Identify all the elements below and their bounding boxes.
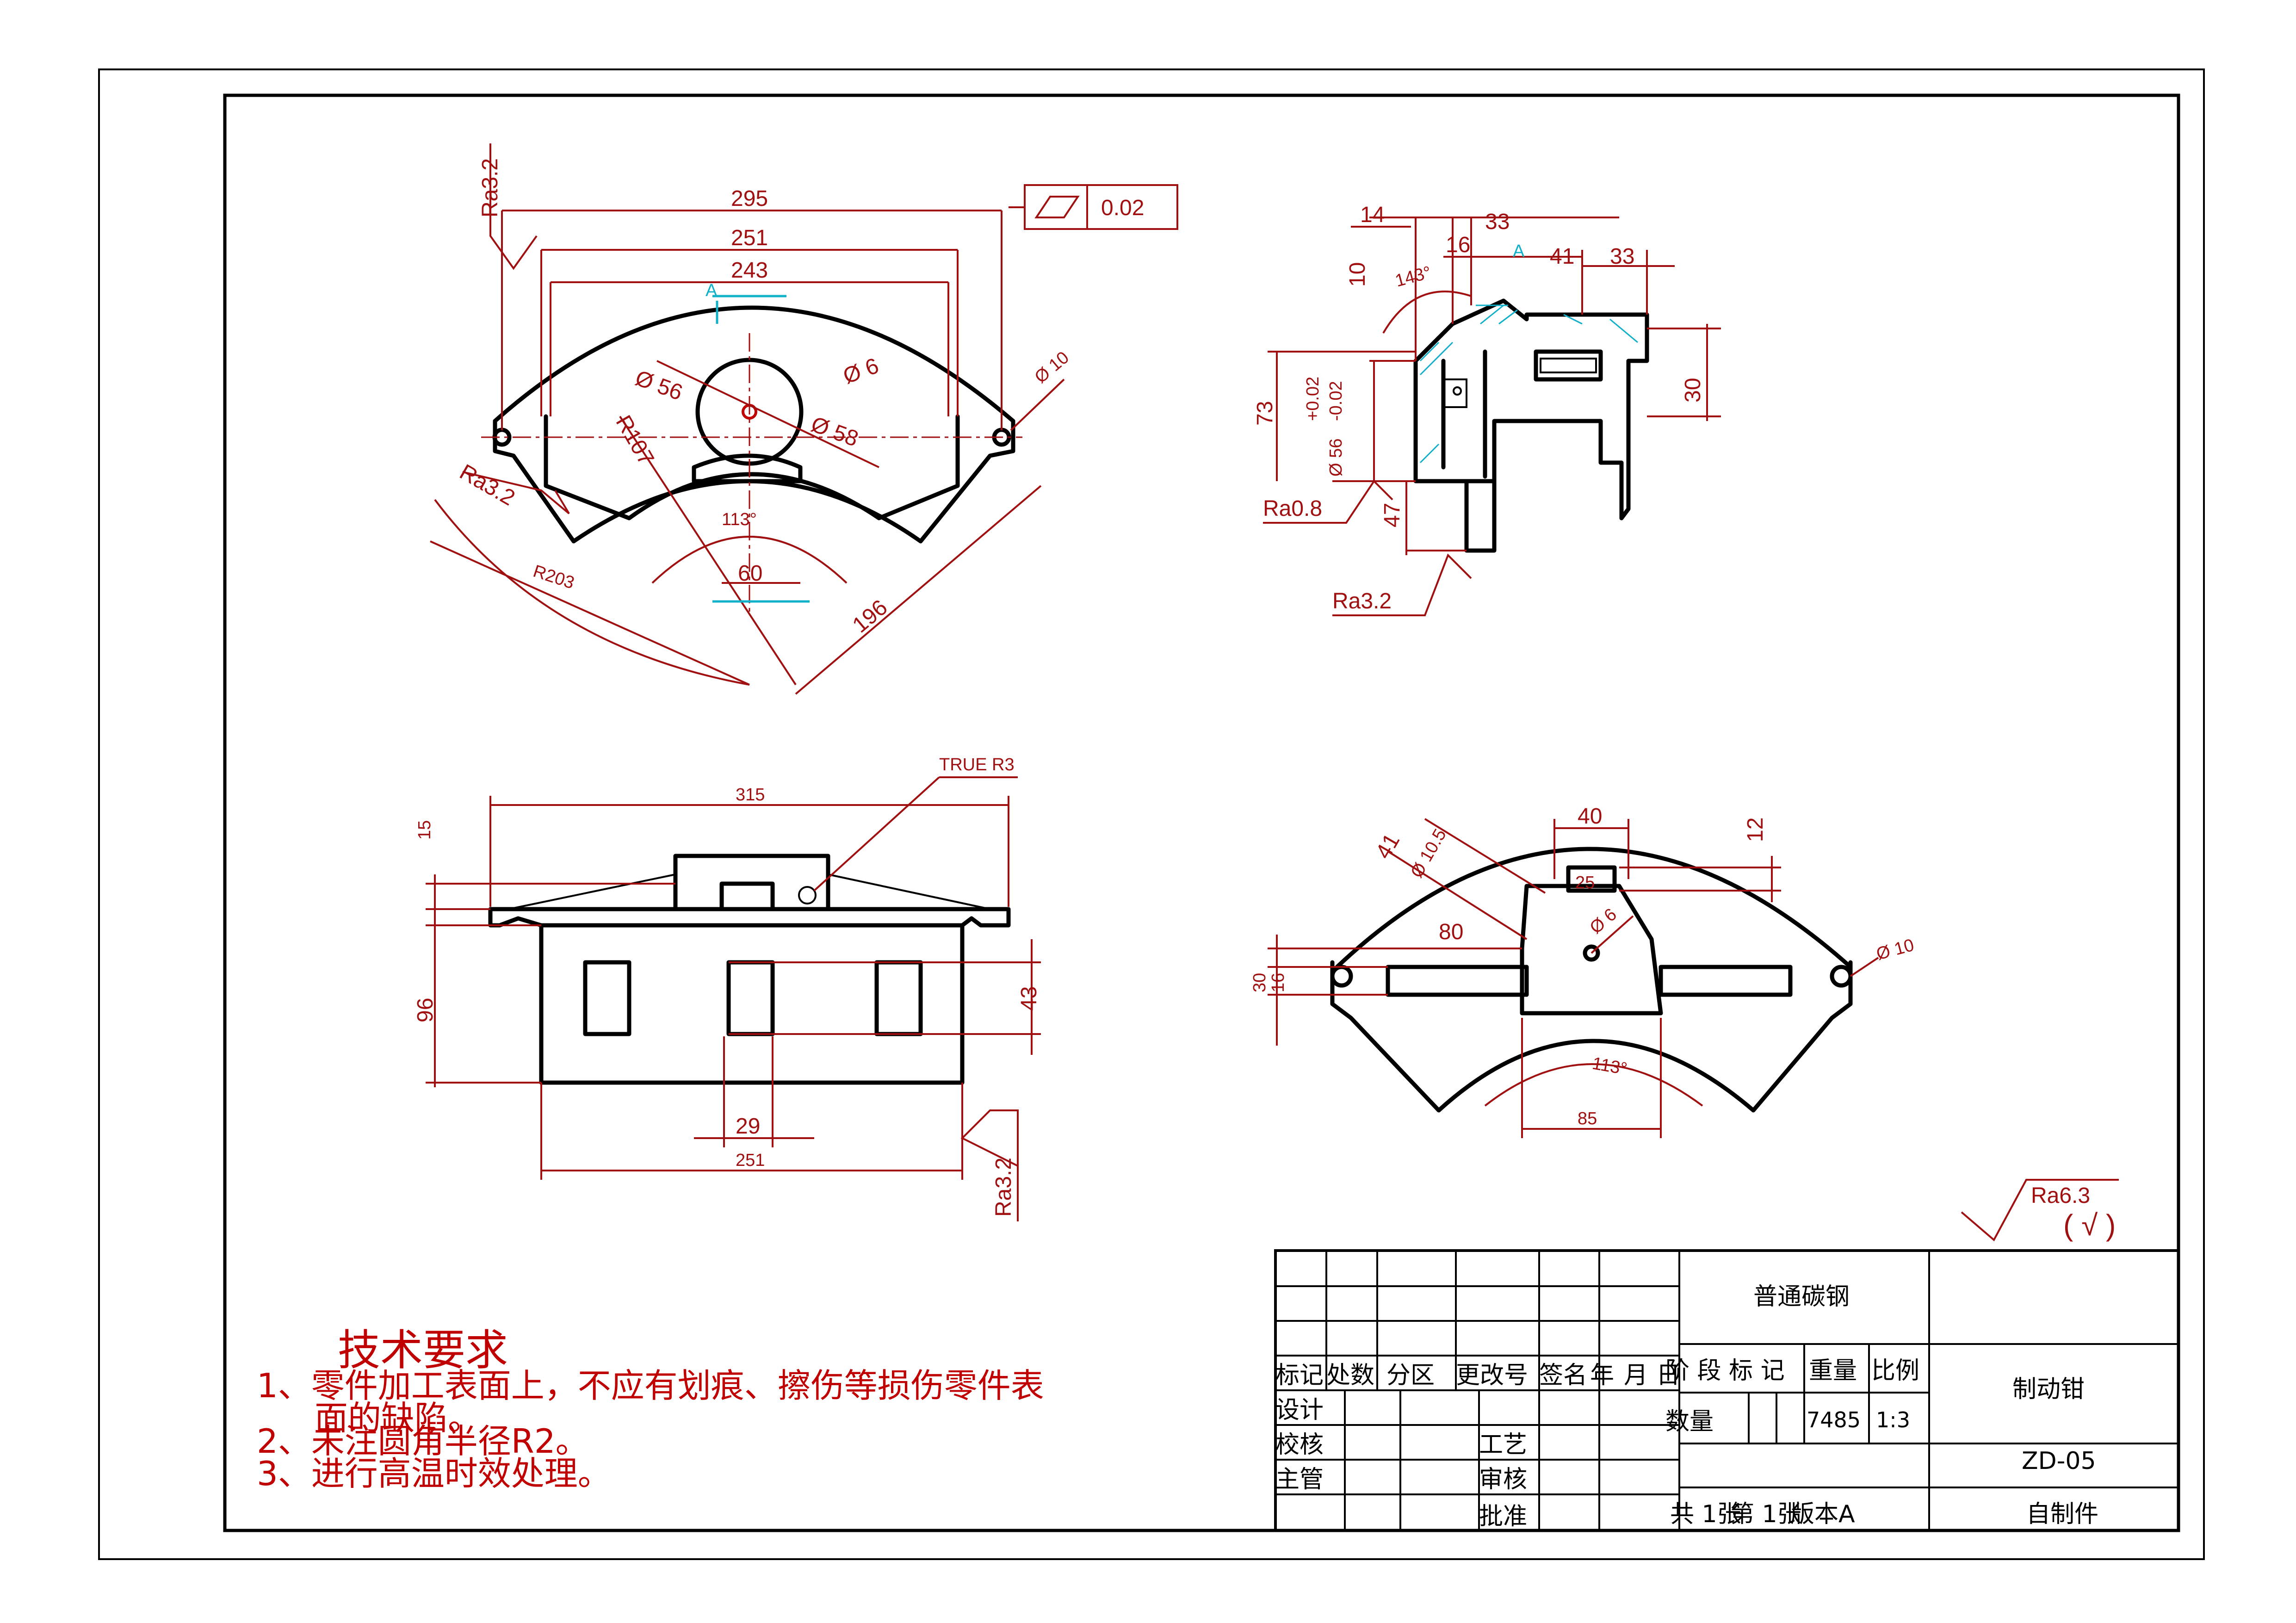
flatness-value: 0.02 [1101, 196, 1144, 220]
hdr-genggaihao: 更改号 [1456, 1362, 1528, 1389]
dim-33a: 33 [1485, 210, 1510, 234]
hdr-nian: 年 [1590, 1362, 1614, 1389]
dim-33b: 33 [1610, 244, 1634, 269]
datum-a-side: A [1513, 242, 1525, 261]
dim-41: 41 [1550, 244, 1574, 269]
role-approve: 批准 [1479, 1503, 1527, 1530]
front-view: 295 251 243 Ø 56 Ø 6 Ø 58 R107 113° 60 R… [430, 143, 1178, 695]
dim-80: 80 [1439, 920, 1463, 944]
dim-29: 29 [736, 1114, 760, 1139]
bottom-view: 315 TRUE R3 15 96 43 29 251 Ra3.2 [413, 755, 1041, 1221]
part-type: 自制件 [2026, 1500, 2098, 1528]
role-review: 审核 [1479, 1466, 1527, 1493]
dim-16-iso: 16 [1269, 973, 1288, 992]
dim-43: 43 [1017, 986, 1041, 1011]
weight-label: 重量 [1809, 1357, 1857, 1385]
roughness-ra32-left: Ra3.2 [456, 460, 519, 511]
dim-85: 85 [1578, 1109, 1597, 1128]
dim-12: 12 [1743, 818, 1768, 842]
dim-10: 10 [1345, 262, 1370, 287]
dim-315: 315 [736, 785, 765, 805]
roughness-ra08: Ra0.8 [1263, 496, 1322, 521]
dim-113deg-iso: 113° [1590, 1054, 1628, 1079]
dim-113deg: 113° [722, 510, 757, 529]
dim-r107: R107 [611, 411, 658, 470]
hdr-chushu: 处数 [1326, 1362, 1374, 1389]
dim-96: 96 [413, 998, 438, 1022]
dim-dia105: Ø 10.5 [1407, 826, 1450, 881]
dim-14: 14 [1360, 203, 1385, 227]
stage-label: 阶 段 标 记 [1665, 1357, 1785, 1385]
role-supervisor: 主管 [1275, 1466, 1324, 1493]
dim-r203: R203 [531, 562, 576, 593]
scale-value: 1:3 [1876, 1407, 1910, 1432]
dim-40: 40 [1578, 804, 1602, 829]
dim-47: 47 [1380, 503, 1405, 527]
role-design: 设计 [1275, 1396, 1324, 1424]
dim-dia10-iso: Ø 10 [1874, 935, 1916, 964]
hdr-qianming: 签名 [1539, 1362, 1587, 1389]
tech-req-2: 2、未注圆角半径R2。 [257, 1422, 589, 1461]
dim-295: 295 [731, 186, 768, 211]
dim-196: 196 [848, 595, 892, 638]
version: 版本A [1790, 1500, 1855, 1528]
hdr-yue: 月 [1624, 1362, 1648, 1389]
dim-30-iso: 30 [1250, 973, 1269, 992]
role-process: 工艺 [1479, 1431, 1527, 1459]
dim-tol-minus: -0.02 [1326, 381, 1346, 421]
dim-30: 30 [1681, 378, 1705, 403]
dim-251: 251 [731, 226, 768, 250]
hdr-biaoji: 标记 [1275, 1362, 1324, 1389]
role-check: 校核 [1275, 1431, 1324, 1459]
drawing-number: ZD-05 [2022, 1447, 2096, 1475]
title-block: 普通碳钢 制动钳 ZD-05 自制件 标记 处数 分区 更改号 签名 年 月 日… [1274, 1249, 2180, 1532]
part-name: 制动钳 [2012, 1375, 2085, 1403]
surface-finish-ra63: Ra6.3 [2031, 1183, 2090, 1208]
dim-dia56-side: Ø 56 [1326, 439, 1346, 477]
dim-true-r3: TRUE R3 [939, 755, 1015, 774]
side-view: 14 33 16 41 33 10 143° 73 +0.02 -0.02 Ø … [1253, 203, 1721, 616]
hdr-ri: 日 [1656, 1362, 1680, 1389]
tech-req-3: 3、进行高温时效处理。 [257, 1454, 611, 1493]
surface-finish-note: ( √ ) [2063, 1208, 2116, 1242]
material: 普通碳钢 [1753, 1283, 1850, 1311]
sheet-number: 第 1张 [1730, 1500, 1801, 1528]
roughness-ra32-bottom: Ra3.2 [991, 1158, 1016, 1217]
scale-label: 比例 [1871, 1357, 1919, 1385]
qty-label: 数量 [1665, 1408, 1714, 1436]
dim-143deg: 143° [1393, 263, 1433, 291]
tech-req-1b: 面的缺陷。 [315, 1399, 481, 1437]
datum-a: A [706, 281, 718, 300]
flatness-icon [1034, 196, 1080, 218]
iso-view: 40 12 41 Ø 10.5 25 80 Ø 6 Ø 10 30 16 113… [1250, 804, 1916, 1138]
roughness-ra32-top: Ra3.2 [478, 158, 502, 217]
dim-dia10: Ø 10 [1031, 348, 1073, 387]
dim-60: 60 [738, 561, 762, 586]
dim-243: 243 [731, 258, 768, 283]
tech-req-title: 技术要求 [338, 1326, 508, 1375]
weight-value: 7485 [1807, 1407, 1861, 1432]
dim-251-bottom: 251 [736, 1151, 765, 1170]
dim-25: 25 [1575, 873, 1595, 892]
dim-16: 16 [1446, 233, 1470, 257]
dim-15: 15 [415, 820, 434, 840]
dim-tol-plus: +0.02 [1303, 377, 1323, 421]
dim-dia6: Ø 6 [840, 353, 882, 389]
dim-73: 73 [1253, 401, 1277, 426]
tech-req-1: 1、零件加工表面上，不应有划痕、擦伤等损伤零件表 [257, 1366, 1044, 1405]
inner-frame [223, 93, 2180, 1532]
sheet-total: 共 1张 [1670, 1500, 1741, 1528]
roughness-ra32-side: Ra3.2 [1332, 589, 1392, 613]
hdr-fenqu: 分区 [1386, 1362, 1435, 1389]
outer-border [98, 68, 2205, 1560]
